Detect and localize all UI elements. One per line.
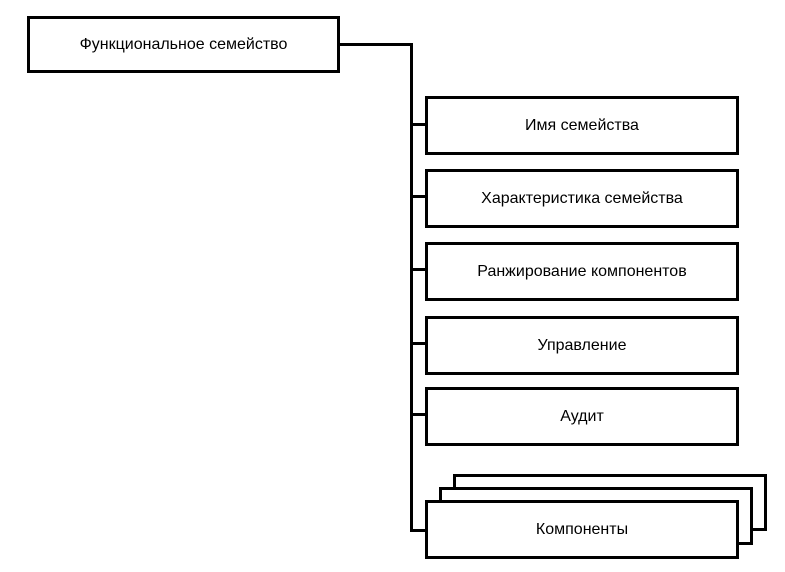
child-box-component-ranking: Ранжирование компонентов [425, 242, 739, 301]
child-box-audit: Аудит [425, 387, 739, 446]
child-label: Управление [537, 336, 627, 354]
child-box-management: Управление [425, 316, 739, 375]
branch-connector-management [410, 342, 427, 345]
branch-connector-characteristic [410, 195, 427, 198]
branch-connector-name [410, 123, 427, 126]
child-label: Аудит [560, 407, 604, 425]
child-label: Характеристика семейства [481, 189, 683, 207]
branch-connector-components [410, 529, 427, 532]
child-box-family-name: Имя семейства [425, 96, 739, 155]
root-connector-horizontal [338, 43, 413, 46]
child-box-family-characteristic: Характеристика семейства [425, 169, 739, 228]
child-label: Ранжирование компонентов [477, 262, 687, 280]
branch-connector-ranking [410, 268, 427, 271]
root-box: Функциональное семейство [27, 16, 340, 73]
root-label: Функциональное семейство [79, 35, 288, 53]
child-box-components: Компоненты [425, 500, 739, 559]
child-label: Компоненты [535, 520, 629, 538]
branch-connector-audit [410, 413, 427, 416]
child-label: Имя семейства [525, 116, 639, 134]
trunk-connector [410, 43, 413, 532]
